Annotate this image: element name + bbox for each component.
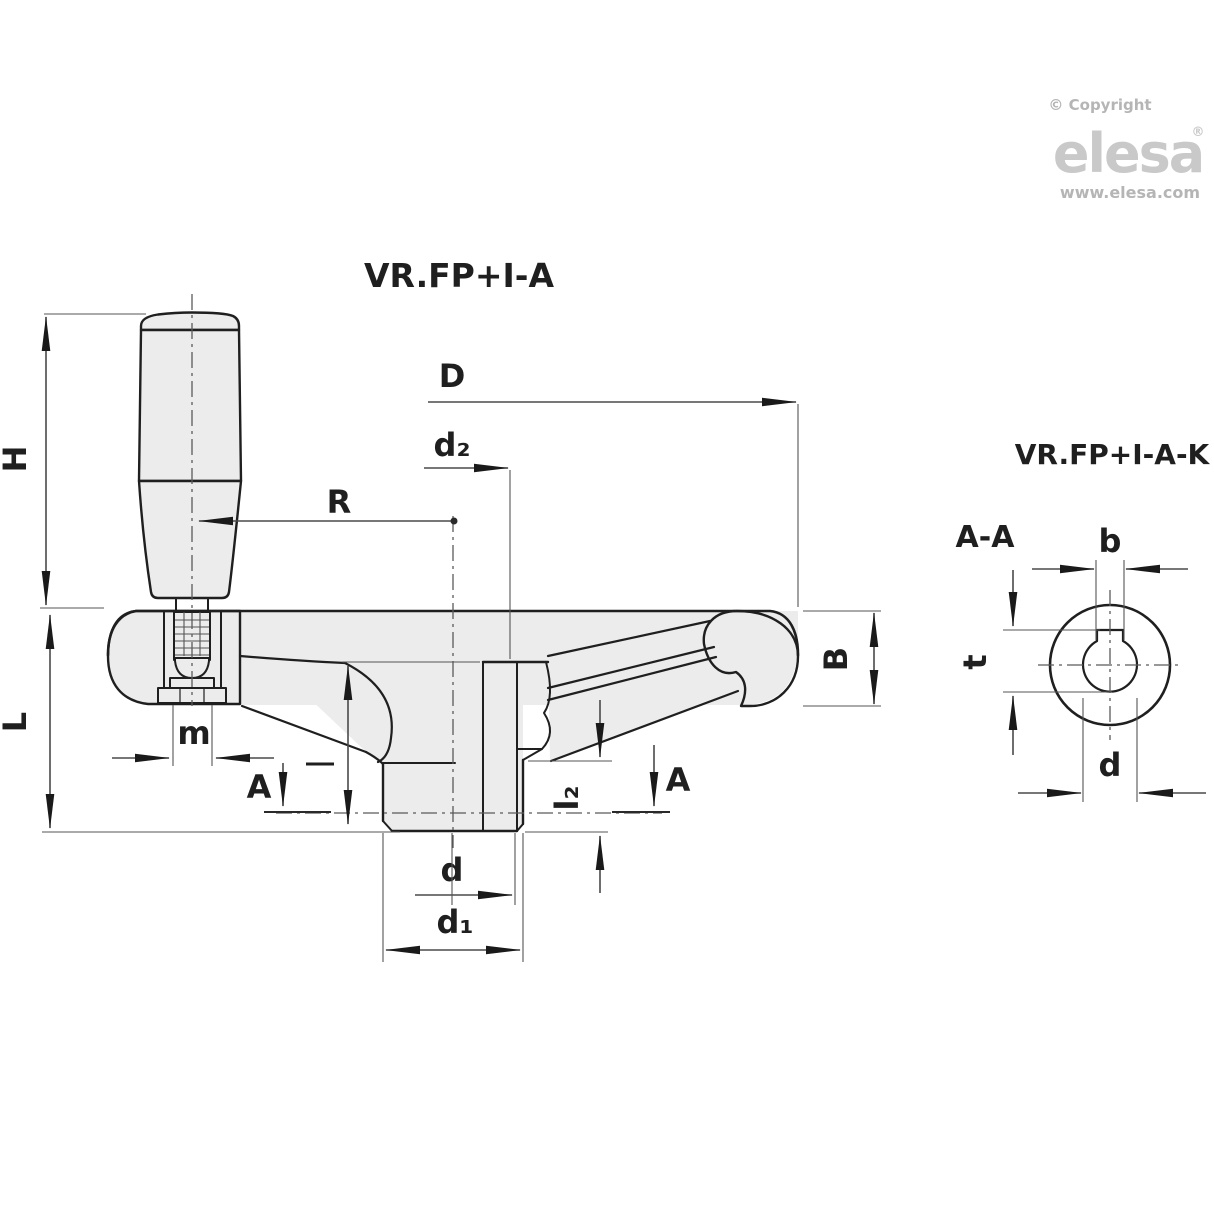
section-bore-with-keyway bbox=[1081, 628, 1139, 693]
right-rim-section bbox=[702, 609, 800, 708]
spoke-outlines bbox=[238, 619, 740, 766]
radius-center-dot bbox=[450, 517, 458, 525]
dimension-L: L bbox=[0, 614, 400, 833]
handle-lower-body bbox=[137, 479, 243, 600]
hub-chamfers bbox=[382, 820, 524, 832]
dimension-d-bore: d bbox=[1018, 698, 1206, 802]
main-view-title: VR.FP+I-A bbox=[364, 256, 554, 295]
hub-step-edge bbox=[522, 748, 543, 761]
stud-pocket-walls bbox=[163, 611, 222, 688]
dimension-l2: l₂ bbox=[525, 700, 612, 893]
handle-upper-body bbox=[137, 328, 243, 483]
dimension-d1: d₁ bbox=[382, 833, 524, 962]
nut-facet-lines bbox=[179, 687, 205, 704]
section-centerlines bbox=[1038, 590, 1182, 740]
dimension-m: m bbox=[112, 705, 274, 766]
brand-logo: © Copyright elesa ® www.elesa.com bbox=[1048, 96, 1205, 202]
handle bbox=[137, 311, 243, 612]
wheel-body bbox=[108, 611, 798, 831]
dim-label-d2: d₂ bbox=[434, 426, 471, 464]
dimension-R: R bbox=[198, 483, 458, 526]
dimension-t: t bbox=[956, 570, 1112, 755]
dim-label-H: H bbox=[0, 446, 34, 473]
dim-label-L: L bbox=[0, 712, 34, 732]
dim-label-b: b bbox=[1099, 522, 1122, 560]
logo-brand-text: elesa bbox=[1053, 122, 1203, 185]
dim-label-A-right: A bbox=[666, 761, 691, 799]
dim-label-R: R bbox=[327, 483, 352, 521]
hub-section bbox=[381, 660, 551, 833]
section-cut-label: A-A bbox=[956, 520, 1016, 555]
section-view-AA: b t d bbox=[956, 522, 1206, 802]
dimension-B: B bbox=[803, 610, 881, 707]
dim-label-B: B bbox=[817, 647, 855, 671]
handle-neck bbox=[175, 597, 209, 612]
dimension-D: D bbox=[428, 357, 799, 607]
dimension-hub-height bbox=[306, 661, 480, 825]
logo-registered-mark: ® bbox=[1192, 125, 1205, 140]
section-arrow-A-right: A bbox=[612, 745, 691, 813]
dim-label-l2: l₂ bbox=[548, 786, 586, 811]
dimension-d: d bbox=[415, 833, 516, 905]
section-view-title: VR.FP+I-A-K bbox=[1015, 438, 1211, 471]
logo-copyright-text: © Copyright bbox=[1048, 96, 1151, 114]
dim-label-d1: d₁ bbox=[437, 903, 474, 941]
logo-website-text: www.elesa.com bbox=[1060, 183, 1200, 202]
hub-boss-fill bbox=[383, 700, 523, 831]
centerlines bbox=[191, 294, 662, 848]
dim-label-D: D bbox=[439, 357, 466, 395]
stud-bore-lines bbox=[183, 612, 201, 656]
hub-insert-section bbox=[516, 661, 551, 750]
dim-label-m: m bbox=[177, 714, 210, 752]
dim-label-A-left: A bbox=[247, 768, 272, 806]
section-arrow-A-left: A bbox=[247, 763, 331, 813]
dim-label-d-bore: d bbox=[1099, 746, 1122, 784]
handle-dome bbox=[139, 311, 241, 332]
dim-label-t: t bbox=[956, 654, 994, 669]
dimension-b: b bbox=[1032, 522, 1188, 640]
dimension-H: H bbox=[0, 313, 146, 609]
dimension-d2: d₂ bbox=[424, 426, 511, 659]
